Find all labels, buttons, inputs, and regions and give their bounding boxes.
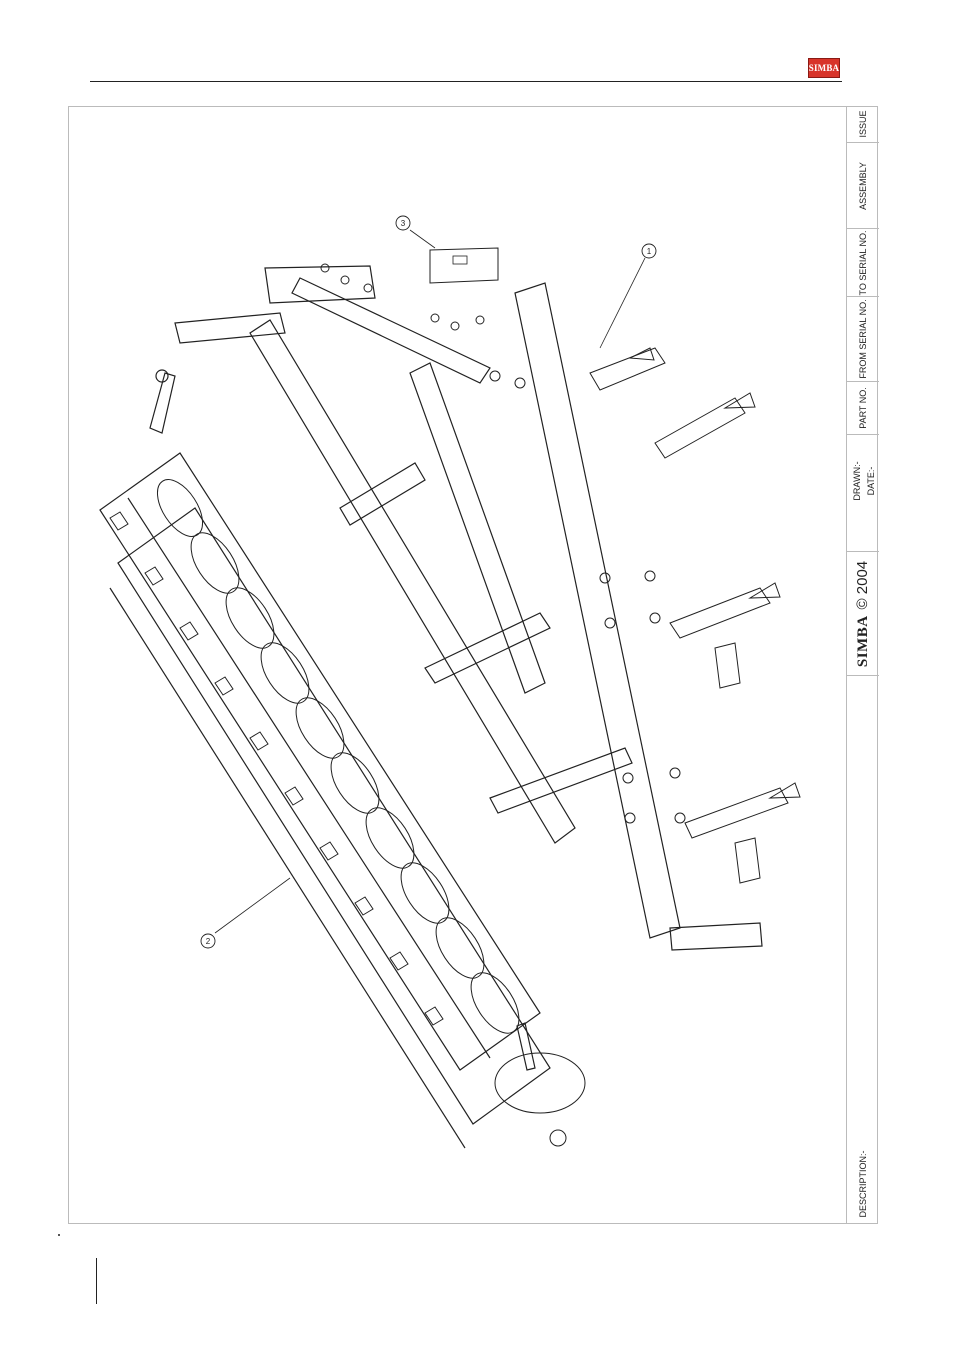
drawn-label: DRAWN:- (852, 462, 862, 501)
callout-2: 2 (201, 934, 215, 948)
brand-copyright: SIMBA © 2004 (854, 560, 872, 666)
brand-logo: SIMBA (808, 58, 840, 78)
svg-text:3: 3 (401, 219, 406, 228)
part-no-label: PART NO. (858, 387, 868, 429)
date-label: DATE:- (866, 467, 876, 496)
title-cell-brand: SIMBA © 2004 (847, 552, 879, 676)
title-cell-to-serial: TO SERIAL NO. (847, 229, 879, 297)
title-cell-part-no: PART NO. (847, 382, 879, 435)
title-cell-assembly: ASSEMBLY (847, 143, 879, 229)
copyright-year: © 2004 (854, 560, 871, 609)
manual-book (430, 248, 498, 283)
brand-wordmark: SIMBA (855, 615, 871, 667)
from-serial-label: FROM SERIAL NO. (858, 299, 868, 378)
svg-text:1: 1 (647, 247, 652, 256)
page-mark (58, 1234, 60, 1236)
title-cell-description: DESCRIPTION:- (847, 676, 879, 1224)
svg-text:2: 2 (206, 937, 211, 946)
brand-logo-text: SIMBA (809, 63, 840, 73)
title-block: ISSUE ASSEMBLY TO SERIAL NO. FROM SERIAL… (846, 106, 878, 1224)
title-cell-issue: ISSUE (847, 106, 879, 143)
callout-1: 1 (642, 244, 656, 258)
front-toolbar (515, 283, 680, 938)
main-diagonal-beam (250, 320, 575, 843)
title-cell-drawn-date: DRAWN:- DATE:- (847, 435, 879, 552)
title-cell-from-serial: FROM SERIAL NO. (847, 297, 879, 382)
assembly-drawing: 3 1 2 (70, 108, 840, 1222)
roller-discs (148, 472, 585, 1146)
issue-label: ISSUE (858, 110, 868, 137)
description-label: DESCRIPTION:- (858, 1150, 868, 1217)
headstock (265, 266, 375, 303)
footer-rule (96, 1258, 97, 1304)
assembly-label: ASSEMBLY (858, 162, 868, 210)
callout-3: 3 (396, 216, 410, 230)
scraper-brackets (110, 512, 443, 1025)
header-rule (90, 81, 842, 82)
to-serial-label: TO SERIAL NO. (858, 230, 868, 295)
